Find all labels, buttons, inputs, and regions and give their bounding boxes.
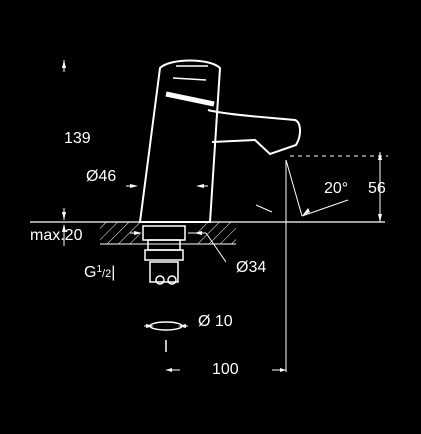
faucet-body — [138, 59, 301, 223]
thread-numerator: 1 — [96, 264, 103, 275]
body-diameter-label: Ø46 — [86, 168, 117, 185]
countertop — [30, 221, 385, 245]
thread-suffix: | — [111, 264, 116, 281]
mounting-hardware — [142, 225, 186, 285]
spout-angle-label: 20° — [324, 180, 349, 197]
dimension-lines — [62, 60, 388, 372]
thread-denominator: /2 — [102, 268, 112, 280]
thread-prefix: G — [84, 264, 97, 281]
spout-height-label: 56 — [368, 180, 386, 197]
hole-diameter-label: Ø34 — [236, 259, 267, 276]
hose-diameter-label: Ø 10 — [198, 313, 233, 330]
reach-dimension-label: 100 — [212, 361, 239, 378]
hose — [149, 321, 183, 352]
height-dimension-label: 139 — [64, 130, 91, 147]
thread-size-label: G1/2| — [84, 265, 115, 282]
mount-thickness-label: max.20 — [30, 227, 83, 244]
faucet-details — [172, 65, 208, 81]
